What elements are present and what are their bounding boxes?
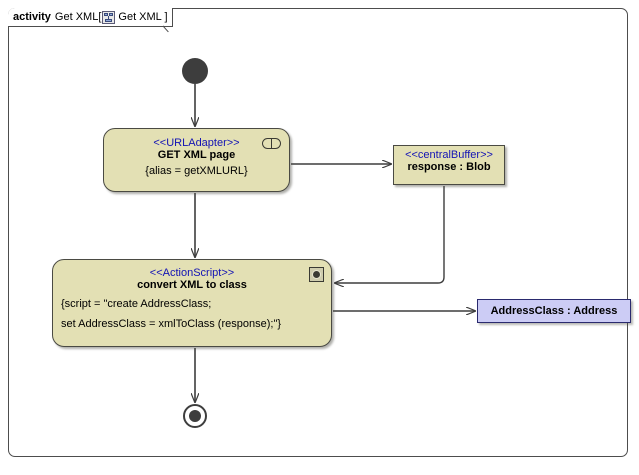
frame-title-tab[interactable]: activity Get XML[ Get XML ] [8,8,173,27]
convert-stereotype: <<ActionScript>> [149,267,235,279]
script-marker-icon [309,267,324,282]
convert-xml-to-class-action[interactable]: <<ActionScript>> convert XML to class {s… [52,259,332,347]
initial-node[interactable] [182,58,208,84]
get-xml-stereotype: <<URLAdapter>> [153,137,240,149]
get-xml-body: {alias = getXMLURL} [145,165,248,177]
convert-body-line-2: set AddressClass = xmlToClass (response)… [61,318,282,330]
activity-frame [8,8,628,457]
frame-label: Get XML ] [118,11,168,23]
address-label: AddressClass : Address [490,305,618,317]
address-class-object[interactable]: AddressClass : Address [477,299,631,323]
activity-diagram-icon [102,10,116,24]
buffer-stereotype: <<centralBuffer>> [405,149,493,161]
frame-keyword: activity [13,11,51,23]
frame-name: Get XML[ [54,11,102,23]
get-xml-label: GET XML page [157,149,236,161]
tab-corner-cut [163,24,173,33]
activity-final-node[interactable] [183,404,207,428]
convert-label: convert XML to class [137,279,247,291]
buffer-label: response : Blob [407,161,491,173]
get-xml-page-action[interactable]: <<URLAdapter>> GET XML page {alias = get… [103,128,290,192]
pill-marker-icon [262,138,281,149]
response-central-buffer[interactable]: <<centralBuffer>> response : Blob [393,145,505,185]
convert-body-line-1: {script = "create AddressClass; [61,298,212,310]
